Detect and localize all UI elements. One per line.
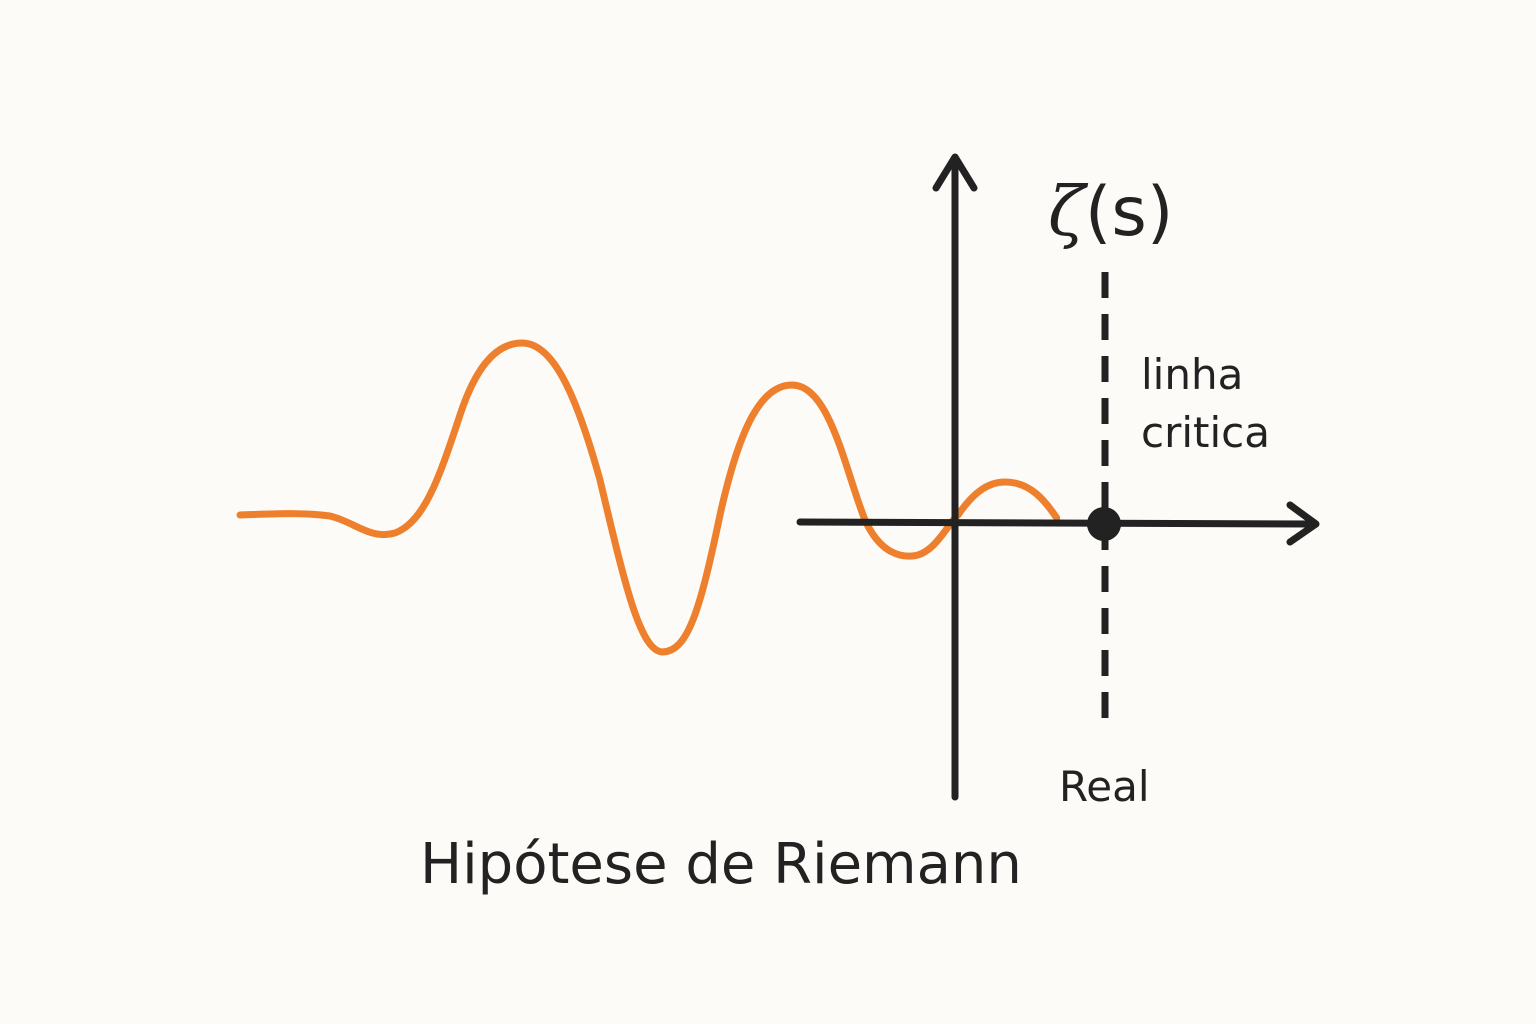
zeta-function-label: ζ(s) xyxy=(1048,173,1173,252)
diagram-title: Hipótese de Riemann xyxy=(420,832,1022,897)
real-axis-label: Real xyxy=(1059,762,1150,811)
critical-line-label-line1: linha xyxy=(1141,350,1243,399)
zeta-argument: (s) xyxy=(1085,173,1174,252)
critical-line-label-line2: critica xyxy=(1141,408,1270,457)
zeta-symbol: ζ xyxy=(1048,173,1089,252)
real-axis-arrowhead xyxy=(1286,501,1320,546)
critical-point xyxy=(1087,507,1121,541)
zeta-wave-curve xyxy=(236,339,1060,656)
imaginary-axis-arrowhead xyxy=(932,153,978,192)
real-axis xyxy=(796,518,1316,528)
